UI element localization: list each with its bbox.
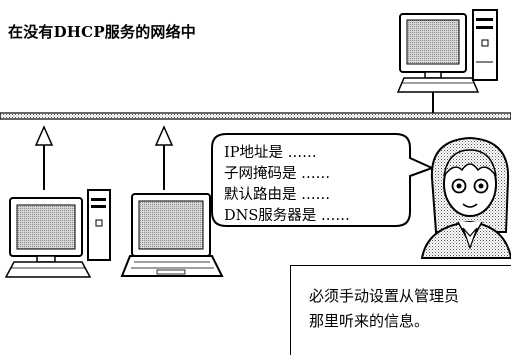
speech-bubble: [211, 133, 435, 227]
administrator-icon: [420, 136, 511, 259]
note-line-2: 那里听来的信息。: [309, 312, 430, 330]
bubble-text: IP地址是 …… 子网掩码是 …… 默认路由是 …… DNS服务器是 ……: [224, 143, 350, 227]
up-arrow-icon-2: [154, 125, 174, 190]
desktop-computer-icon: [4, 189, 111, 278]
bubble-line-gateway: 默认路由是 ……: [224, 187, 331, 203]
up-arrow-icon: [34, 125, 54, 190]
note-text: 必须手动设置从管理员 那里听来的信息。: [309, 284, 459, 334]
note-box: 必须手动设置从管理员 那里听来的信息。: [290, 265, 511, 355]
bubble-line-subnet: 子网掩码是 ……: [224, 166, 331, 182]
network-bus: [0, 112, 511, 120]
laptop-icon: [120, 193, 224, 277]
diagram-title: 在没有DHCP服务的网络中: [8, 23, 196, 41]
note-line-1: 必须手动设置从管理员: [309, 287, 460, 305]
bubble-line-dns: DNS服务器是 ……: [224, 208, 350, 224]
server-computer-icon: [396, 9, 498, 113]
bubble-line-ip: IP地址是 ……: [224, 145, 317, 161]
